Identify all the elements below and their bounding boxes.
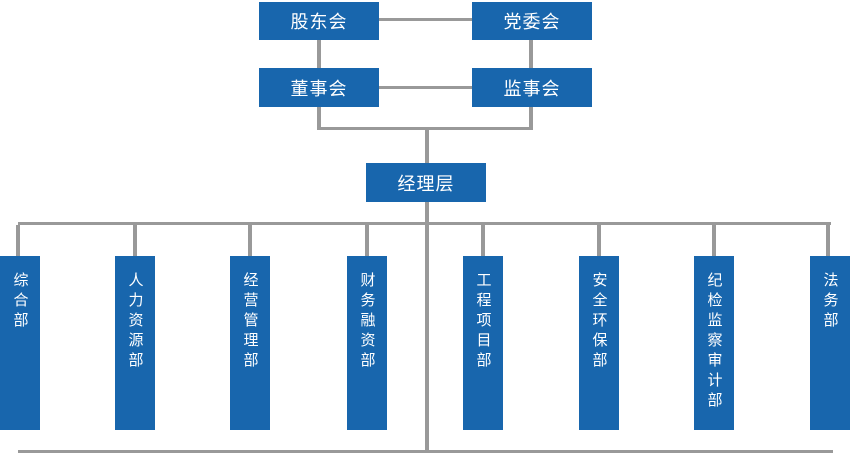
node-party-committee: 党委会	[472, 2, 592, 40]
node-dept-engineering-projects: 工程项目部	[463, 256, 503, 430]
node-dept-operations-management: 经营管理部	[230, 256, 270, 430]
node-board-of-directors: 董事会	[259, 68, 379, 107]
node-label: 监事会	[503, 78, 561, 99]
connector-departments-rail	[18, 222, 831, 225]
connector-stub-discipline-audit	[712, 225, 716, 256]
node-dept-discipline-audit: 纪检监察审计部	[694, 256, 734, 430]
connector-management-down	[425, 202, 429, 222]
node-management-level: 经理层	[366, 163, 486, 202]
node-label: 纪检监察审计部	[705, 272, 723, 412]
node-label: 经理层	[397, 173, 455, 194]
connector-stub-engineering-projects	[481, 225, 485, 256]
node-label: 财务融资部	[358, 272, 376, 372]
node-label: 董事会	[290, 78, 348, 99]
node-dept-safety-environment: 安全环保部	[579, 256, 619, 430]
node-dept-human-resources: 人力资源部	[115, 256, 155, 430]
node-label: 安全环保部	[590, 272, 608, 372]
node-label: 经营管理部	[241, 272, 259, 372]
node-label: 党委会	[503, 12, 561, 32]
connector-center-trunk	[425, 225, 429, 450]
connector-directors-down	[317, 107, 321, 130]
connector-stub-safety-environment	[597, 225, 601, 256]
node-label: 股东会	[290, 12, 348, 32]
node-dept-finance-financing: 财务融资部	[347, 256, 387, 430]
connector-stub-human-resources	[133, 225, 137, 256]
node-label: 人力资源部	[126, 272, 144, 372]
node-label: 法务部	[821, 272, 839, 332]
connector-merge-management	[425, 130, 429, 163]
connector-merge-horizontal	[317, 127, 533, 130]
connector-directors-supervisory	[379, 86, 472, 89]
connector-stub-operations-management	[248, 225, 252, 256]
connector-stub-general-affairs	[16, 225, 20, 256]
node-label: 工程项目部	[474, 272, 492, 372]
connector-party-supervisory	[529, 39, 533, 68]
connector-stub-finance-financing	[365, 225, 369, 256]
node-label: 综合部	[11, 272, 29, 332]
node-dept-legal: 法务部	[810, 256, 850, 430]
node-supervisory-board: 监事会	[472, 68, 592, 107]
node-dept-general-affairs: 综合部	[0, 256, 40, 430]
connector-shareholders-directors	[317, 39, 321, 68]
node-shareholders-meeting: 股东会	[259, 2, 379, 40]
connector-shareholders-party	[379, 18, 472, 21]
connector-supervisory-down	[529, 107, 533, 130]
connector-stub-legal	[826, 225, 830, 256]
connector-bottom-rail	[18, 450, 833, 453]
